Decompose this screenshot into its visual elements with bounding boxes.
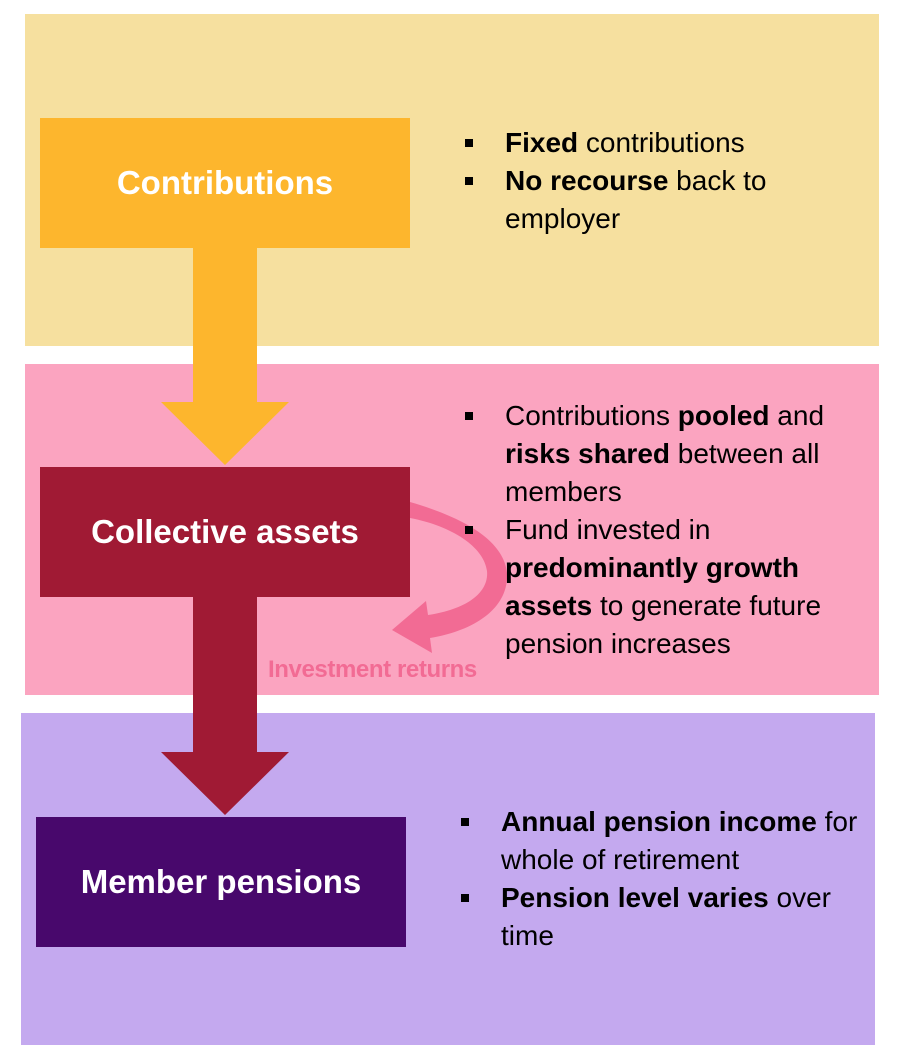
list-item: Annual pension income for whole of retir… bbox=[458, 803, 878, 879]
list-item: Contributions pooled and risks shared be… bbox=[462, 397, 882, 511]
list-item: Fund invested in predominantly growth as… bbox=[462, 511, 882, 663]
list-item: Fixed contributions bbox=[462, 124, 862, 162]
collective-assets-bullet-list: Contributions pooled and risks shared be… bbox=[462, 397, 882, 663]
contributions-box-label: Contributions bbox=[116, 164, 334, 201]
down-arrow-contributions-to-collective bbox=[161, 247, 289, 465]
list-item: Pension level varies over time bbox=[458, 879, 878, 955]
member-pensions-bullet-list: Annual pension income for whole of retir… bbox=[458, 803, 878, 955]
contributions-box: Contributions bbox=[40, 118, 410, 248]
member-pensions-box-label: Member pensions bbox=[80, 863, 362, 900]
member-pensions-box: Member pensions bbox=[36, 817, 406, 947]
collective-assets-box: Collective assets bbox=[40, 467, 410, 597]
contributions-bullet-list: Fixed contributions No recourse back to … bbox=[462, 124, 862, 238]
investment-returns-label: Investment returns bbox=[268, 656, 477, 683]
list-item: No recourse back to employer bbox=[462, 162, 862, 238]
collective-assets-box-label: Collective assets bbox=[91, 513, 359, 550]
down-arrow-collective-to-pensions bbox=[161, 596, 289, 815]
investment-returns-arrow bbox=[392, 502, 508, 653]
